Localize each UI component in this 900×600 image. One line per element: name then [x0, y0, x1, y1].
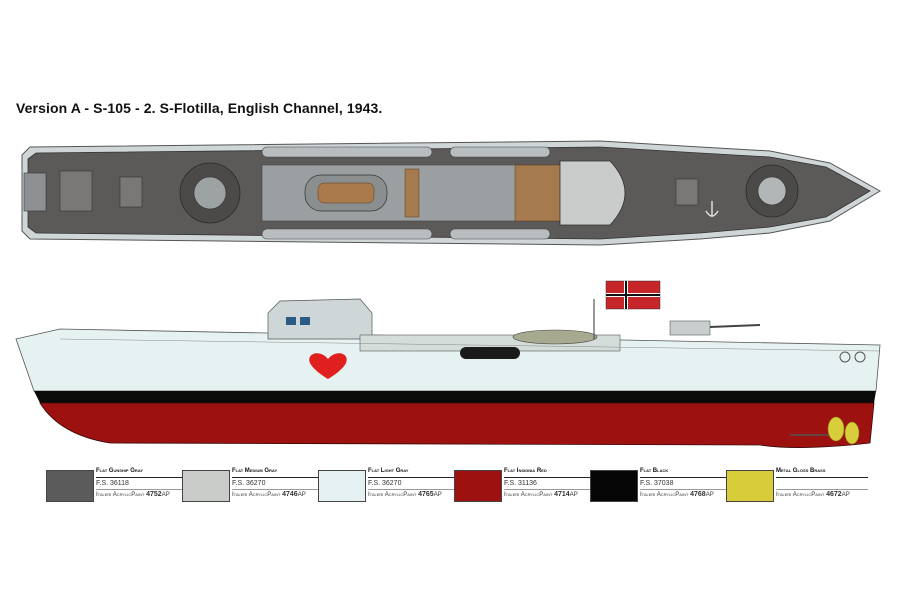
paint-fs-code: F.S. 36118: [96, 480, 129, 487]
paint-brand-code: Italeri AcrylicPaint 4746AP: [232, 491, 306, 498]
color-swatch: [726, 470, 774, 502]
paint-name: Flat Gunship Gray: [96, 468, 144, 474]
paint-swatch-item: Metal Gloss Brass Italeri AcrylicPaint 4…: [726, 466, 868, 526]
paint-name: Flat Insignia Red: [504, 468, 547, 474]
page-title: Version A - S-105 - 2. S-Flotilla, Engli…: [16, 100, 383, 116]
color-swatch: [454, 470, 502, 502]
paint-swatch-item: Flat Gunship Gray F.S. 36118 Italeri Acr…: [46, 466, 188, 526]
paint-fs-code: F.S. 36270: [368, 480, 402, 487]
paint-swatch-item: Flat Insignia Red F.S. 31136 Italeri Acr…: [454, 466, 596, 526]
paint-swatch-item: Flat Black F.S. 37038 Italeri AcrylicPai…: [590, 466, 732, 526]
color-swatch: [318, 470, 366, 502]
paint-name: Flat Medium Gray: [232, 468, 278, 474]
paint-brand-code: Italeri AcrylicPaint 4765AP: [368, 491, 442, 498]
paint-legend: Flat Gunship Gray F.S. 36118 Italeri Acr…: [46, 466, 868, 526]
paint-name: Metal Gloss Brass: [776, 468, 826, 474]
paint-brand-code: Italeri AcrylicPaint 4768AP: [640, 491, 714, 498]
color-swatch: [182, 470, 230, 502]
paint-brand-code: Italeri AcrylicPaint 4752AP: [96, 491, 170, 498]
color-swatch: [46, 470, 94, 502]
color-swatch: [590, 470, 638, 502]
paint-fs-code: F.S. 36270: [232, 480, 266, 487]
paint-swatch-item: Flat Light Gray F.S. 36270 Italeri Acryl…: [318, 466, 460, 526]
paint-fs-code: F.S. 37038: [640, 480, 674, 487]
paint-name: Flat Black: [640, 468, 669, 474]
plan-view-drawing: [21, 140, 881, 246]
paint-brand-code: Italeri AcrylicPaint 4672AP: [776, 491, 850, 498]
paint-name: Flat Light Gray: [368, 468, 409, 474]
paint-swatch-item: Flat Medium Gray F.S. 36270 Italeri Acry…: [182, 466, 324, 526]
paint-brand-code: Italeri AcrylicPaint 4714AP: [504, 491, 578, 498]
paint-fs-code: F.S. 31136: [504, 480, 537, 487]
profile-view-drawing: [15, 280, 881, 448]
